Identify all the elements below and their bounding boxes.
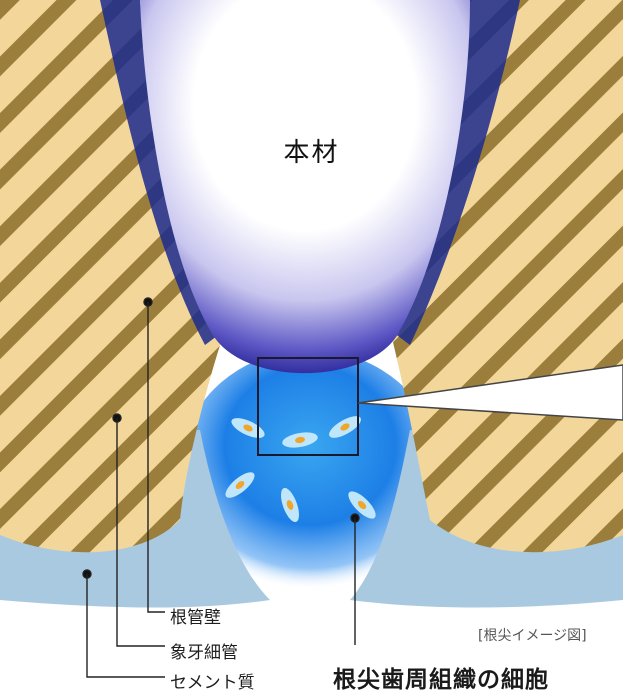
root-canal-wall-label: 根管壁	[170, 608, 221, 628]
filling-material	[140, 0, 470, 374]
zoom-callout	[357, 364, 623, 421]
cell	[231, 418, 265, 438]
leader-lines	[82, 297, 360, 678]
zoom-box	[257, 357, 359, 456]
diagram-caption: [根尖イメージ図]	[478, 628, 587, 644]
cell	[280, 487, 300, 523]
cell	[225, 472, 255, 498]
cell	[329, 416, 361, 438]
cementum-label: セメント質	[170, 673, 255, 693]
periapical-tissue	[180, 350, 440, 590]
cell	[348, 491, 376, 519]
cell	[282, 432, 318, 448]
dentinal-tubules-label: 象牙細管	[170, 643, 238, 663]
periapical-cells-label: 根尖歯周組織の細胞	[333, 667, 549, 693]
cells-group	[225, 416, 376, 523]
filling-material-label: 本材	[283, 138, 340, 168]
